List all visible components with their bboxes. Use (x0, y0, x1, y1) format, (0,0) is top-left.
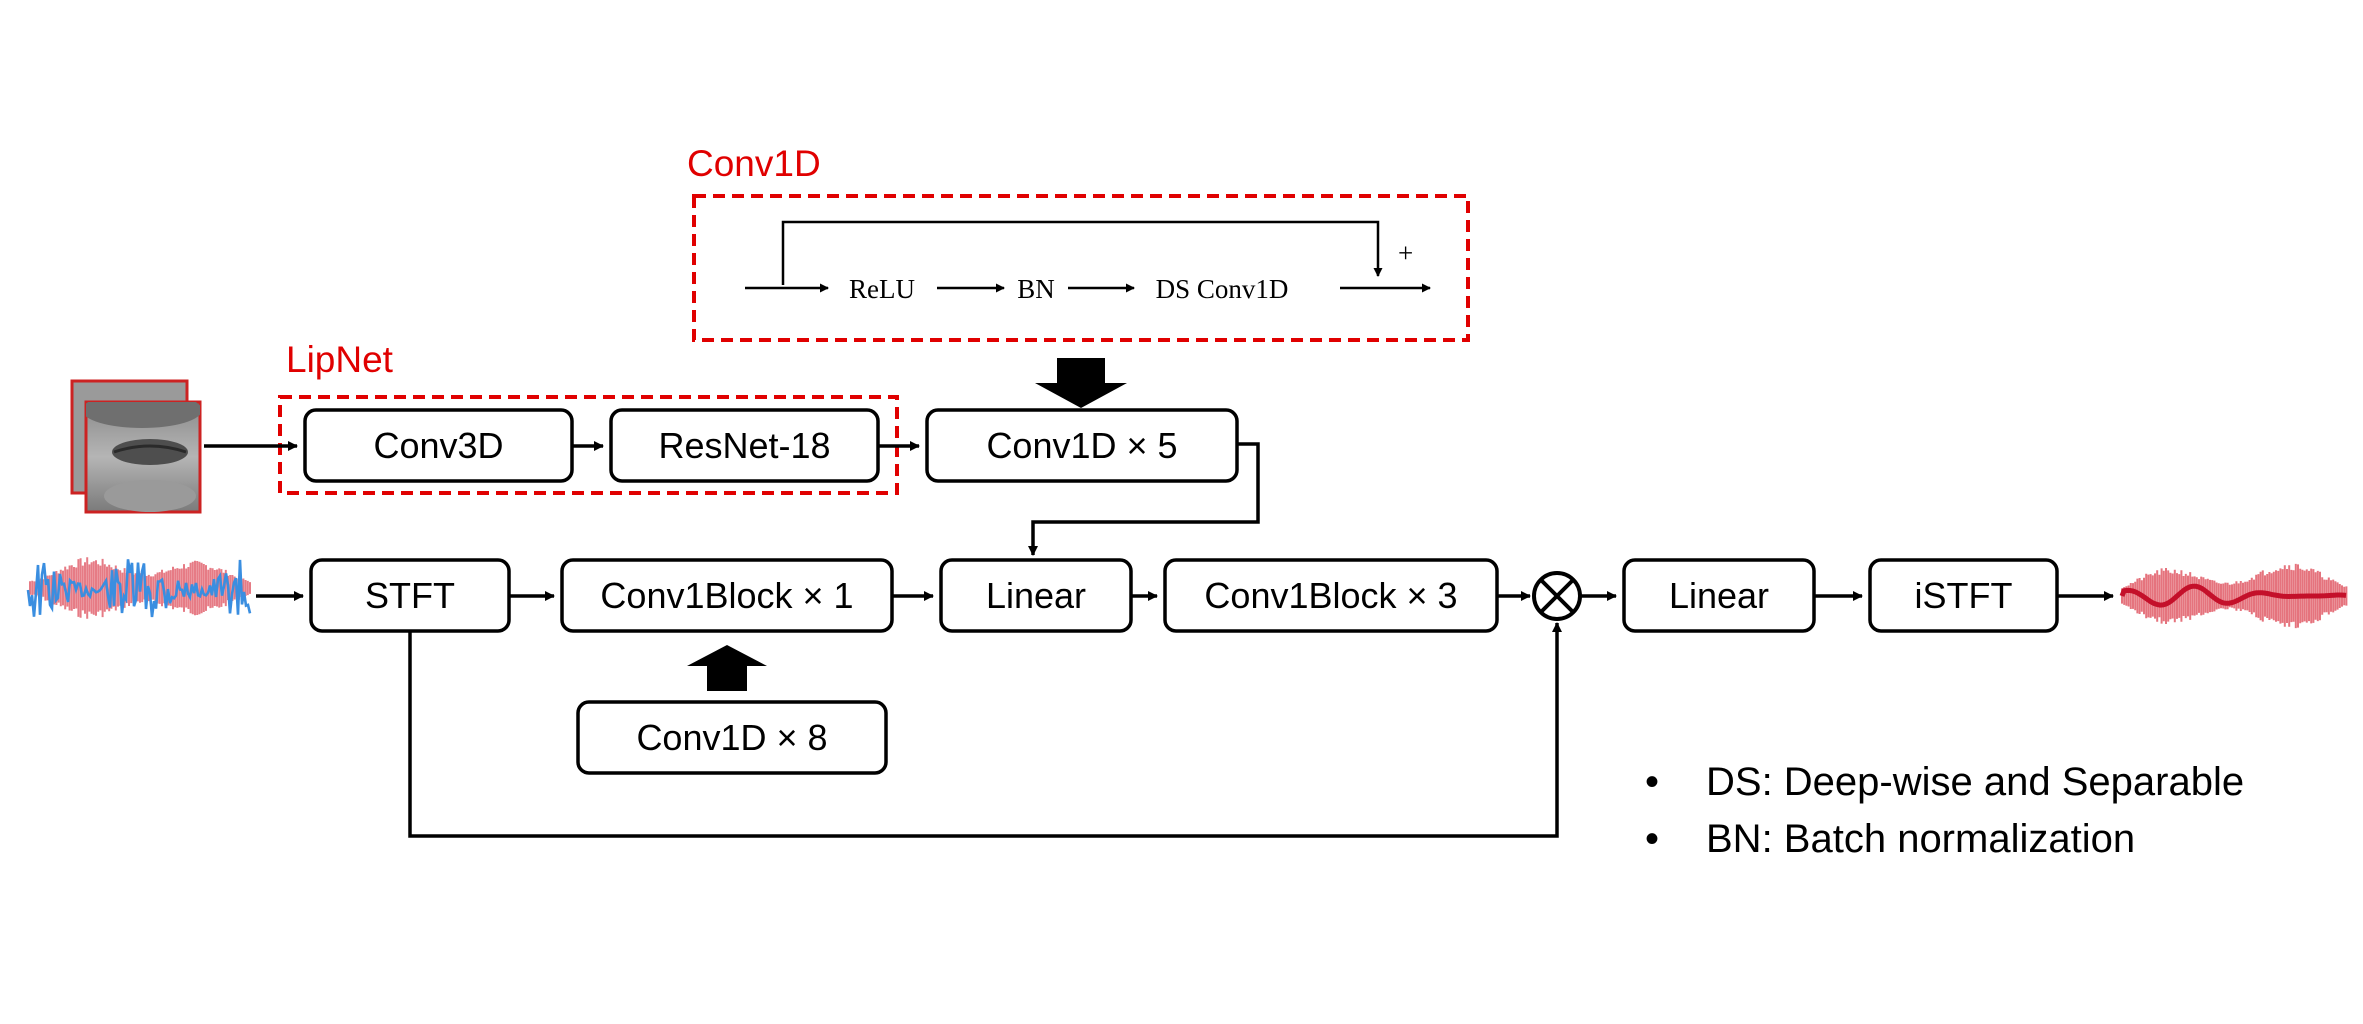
conv1d-module: Conv1D + ReLU BN DS Conv1D (687, 143, 1470, 342)
legend-item-ds: DS: Deep-wise and Separable (1706, 760, 2244, 804)
legend: • DS: Deep-wise and Separable • BN: Batc… (1645, 760, 2244, 861)
residual-plus-sign: + (1398, 238, 1413, 268)
conv1block-x3-block: Conv1Block × 3 (1163, 558, 1499, 633)
expand-arrow-icon (1035, 358, 1127, 408)
stft-block: STFT (309, 558, 511, 633)
linear-block-1: Linear (939, 558, 1133, 633)
stft-label: STFT (365, 575, 455, 616)
legend-bullet: • (1645, 760, 1659, 804)
conv1block-x1-block: Conv1Block × 1 (560, 558, 894, 633)
mixture-waveform-image (26, 557, 252, 619)
conv1d-module-title: Conv1D (687, 143, 821, 184)
bn-step: BN (1017, 274, 1055, 304)
output-waveform-image (2119, 563, 2348, 629)
lip-frames-image (70, 379, 202, 514)
linear-1-label: Linear (986, 575, 1086, 616)
linear-block-2: Linear (1622, 558, 1816, 633)
stft-skip-connection (408, 622, 1562, 838)
conv3d-label: Conv3D (373, 425, 503, 466)
expand-arrow-icon (687, 645, 767, 691)
conv1block-x3-label: Conv1Block × 3 (1204, 575, 1457, 616)
conv1d-x5-label: Conv1D × 5 (986, 425, 1177, 466)
legend-item-bn: BN: Batch normalization (1706, 817, 2135, 861)
multiply-icon (1532, 571, 1582, 621)
legend-bullet: • (1645, 817, 1659, 861)
conv1d-x5-block: Conv1D × 5 (925, 408, 1239, 483)
visual-to-linear-connector (1028, 442, 1260, 556)
resnet18-label: ResNet-18 (658, 425, 830, 466)
istft-block: iSTFT (1868, 558, 2059, 633)
conv1block-x1-label: Conv1Block × 1 (600, 575, 853, 616)
conv1d-x8-block: Conv1D × 8 (576, 700, 888, 775)
linear-2-label: Linear (1669, 575, 1769, 616)
resnet18-block: ResNet-18 (609, 408, 880, 483)
lipnet-module-title: LipNet (286, 339, 394, 380)
istft-label: iSTFT (1915, 575, 2013, 616)
relu-step: ReLU (849, 274, 915, 304)
conv1d-x8-label: Conv1D × 8 (636, 717, 827, 758)
conv1d-module-frame (692, 194, 1470, 342)
residual-connection (781, 220, 1383, 285)
ds-conv1d-step: DS Conv1D (1156, 274, 1289, 304)
conv3d-block: Conv3D (303, 408, 574, 483)
